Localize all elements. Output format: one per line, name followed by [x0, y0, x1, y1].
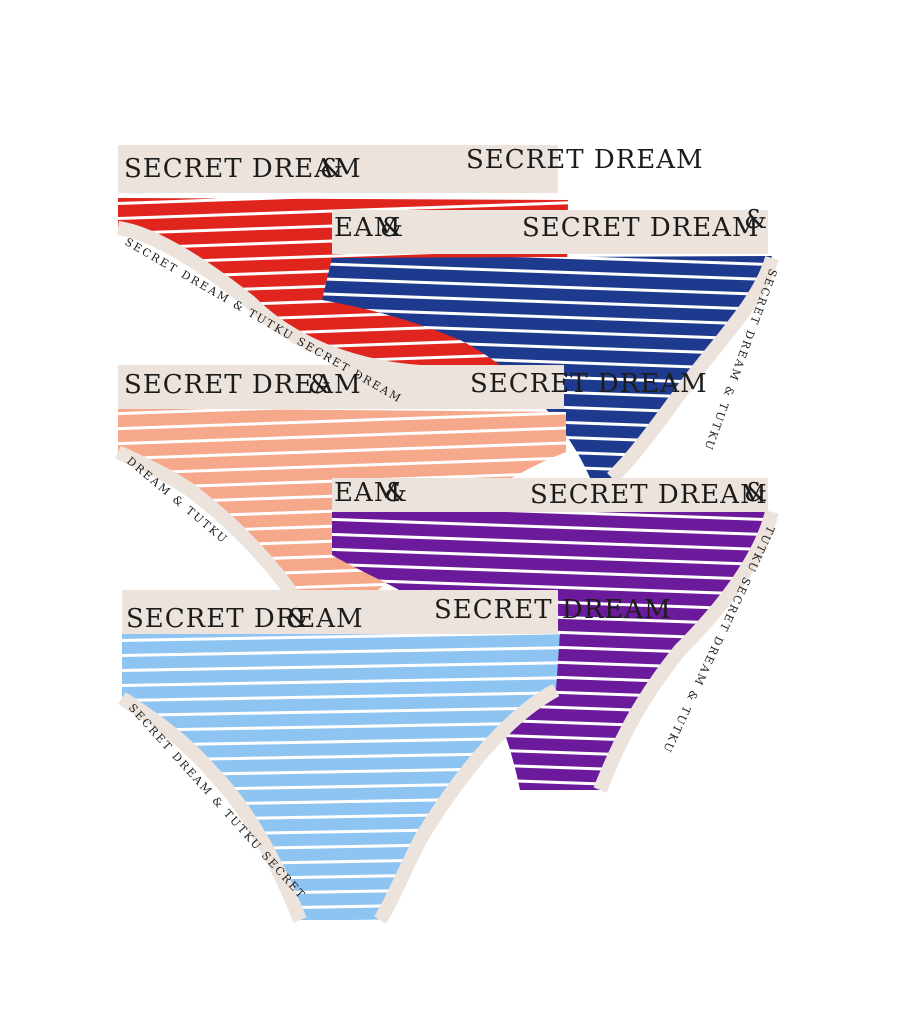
navy-band-word-2: &	[380, 213, 404, 243]
peach-brief-waistband	[118, 365, 564, 409]
red-brief-leg-trim	[116, 221, 421, 379]
blue-band-word-2: &	[286, 604, 310, 634]
purple-brief-leg-trim	[593, 510, 779, 793]
purple-band-word-3: SECRET DREAM	[530, 480, 768, 510]
red-band-word-2: &	[320, 154, 344, 184]
navy-band-word-4: &	[744, 205, 768, 235]
purple-brief-waistband	[332, 478, 768, 512]
navy-band-word-1: EAM	[334, 213, 401, 243]
red-band-word-3: SECRET DREAM	[466, 145, 704, 175]
blue-brief: SECRET DREAM & SECRET DREAM	[118, 590, 672, 924]
purple-band-word-2: &	[384, 478, 408, 508]
blue-brief-body	[122, 632, 560, 920]
blue-brief-waistband	[122, 590, 558, 634]
navy-band-word-3: SECRET DREAM	[522, 213, 760, 243]
peach-band-word-2: &	[308, 370, 332, 400]
blue-brief-leg-trim-right	[374, 683, 560, 924]
peach-band-word-1: SECRET DREAM	[124, 370, 362, 400]
blue-band-word-1: SECRET DREAM	[126, 604, 364, 634]
blue-band-word-3: SECRET DREAM	[434, 595, 672, 625]
red-band-word-1: SECRET DREAM	[124, 154, 362, 184]
peach-brief-leg-trim	[114, 445, 306, 609]
blue-brief-leg-trim-left	[118, 692, 307, 923]
red-brief-waistband	[118, 145, 558, 193]
navy-brief-leg-trim	[607, 255, 779, 483]
purple-band-word-4: &	[744, 478, 768, 508]
purple-band-word-1: EAM	[334, 478, 401, 508]
navy-brief-waistband	[332, 210, 768, 254]
peach-band-word-3: SECRET DREAM	[470, 369, 708, 399]
